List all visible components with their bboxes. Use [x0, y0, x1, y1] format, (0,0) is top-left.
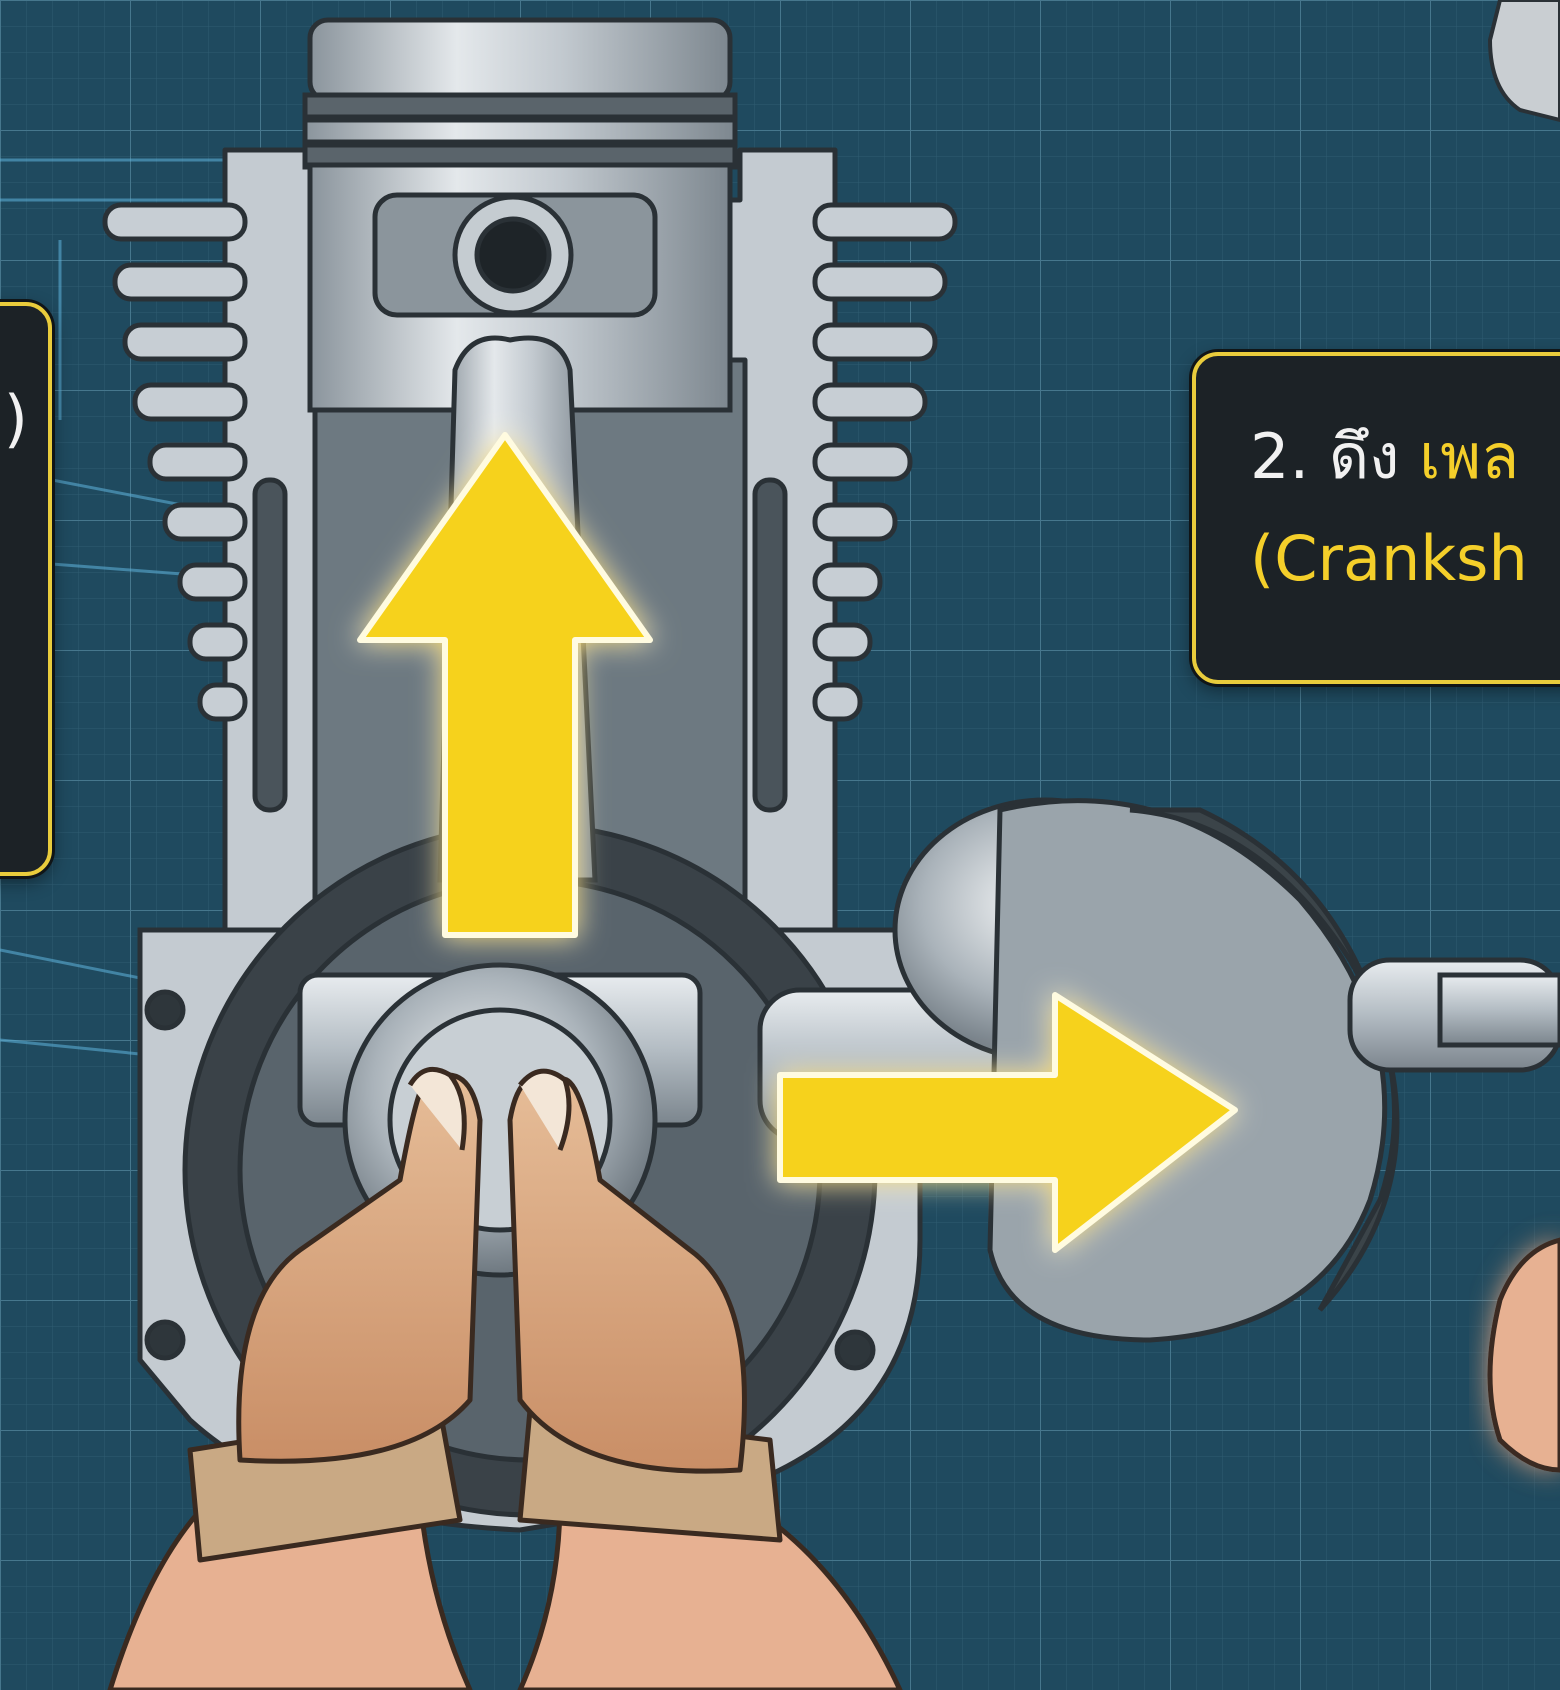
callout-left-fragment: ) — [4, 382, 28, 455]
callout-right: 2. ดึง เพล (Cranksh — [1192, 352, 1560, 684]
callout-line-1-prefix: 2. ดึง — [1250, 420, 1419, 493]
callout-left: ) — [0, 302, 52, 876]
callout-line-2: (Cranksh — [1250, 508, 1560, 610]
callout-line-1: 2. ดึง เพล — [1250, 406, 1560, 508]
callout-line-1-highlight: เพล — [1419, 420, 1519, 493]
